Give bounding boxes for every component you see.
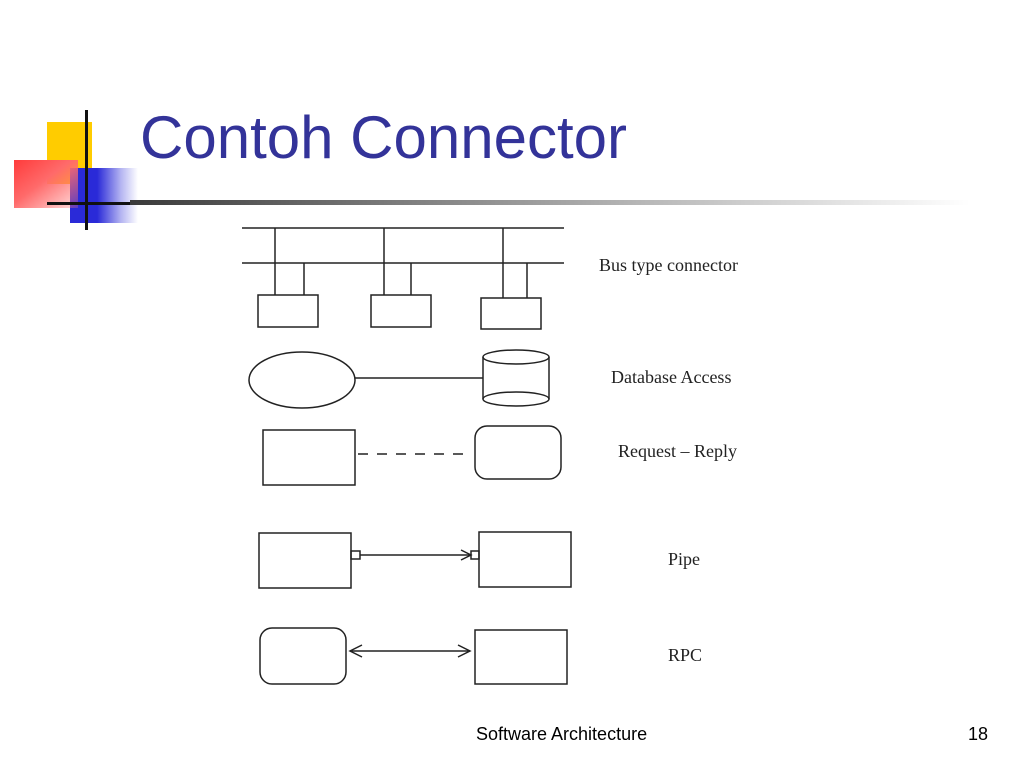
decoration-horizontal-line xyxy=(47,202,142,205)
slide-title: Contoh Connector xyxy=(140,104,627,171)
connector-diagram-svg: Bus type connector Database Access Reque… xyxy=(242,227,738,685)
rpc-arrowhead-right xyxy=(457,644,472,658)
pipe-source-box xyxy=(258,532,352,589)
label-bus: Bus type connector xyxy=(599,255,738,275)
requester-box xyxy=(262,429,356,486)
rpc-server-box xyxy=(474,629,568,685)
bus-component-3 xyxy=(480,297,542,330)
bus-component-1 xyxy=(257,294,319,328)
replier-box xyxy=(474,425,562,480)
bus-component-2 xyxy=(370,294,432,328)
label-pipe: Pipe xyxy=(668,549,700,569)
label-request-reply: Request – Reply xyxy=(618,441,737,461)
request-reply-group xyxy=(262,425,562,486)
decoration-vertical-line xyxy=(85,110,88,230)
label-rpc: RPC xyxy=(668,645,702,665)
database-access-group xyxy=(248,349,550,409)
bus-connector-group xyxy=(242,227,564,330)
page-number: 18 xyxy=(968,724,989,744)
red-square xyxy=(14,160,78,208)
pipe-group xyxy=(258,531,572,589)
label-database: Database Access xyxy=(611,367,731,387)
pipe-target-box xyxy=(478,531,572,588)
slide-decoration xyxy=(0,0,150,240)
client-ellipse xyxy=(248,351,356,409)
pipe-out-port xyxy=(350,550,361,560)
rpc-client-box xyxy=(259,627,347,685)
database-bottom xyxy=(482,391,550,407)
database-top xyxy=(482,349,550,365)
rpc-group xyxy=(259,627,568,685)
rpc-arrowhead-left xyxy=(348,644,363,658)
footer-text: Software Architecture xyxy=(476,724,648,744)
title-underline xyxy=(130,200,970,205)
blue-square xyxy=(70,168,138,223)
connector-diagram: Bus type connector Database Access Reque… xyxy=(230,215,810,700)
